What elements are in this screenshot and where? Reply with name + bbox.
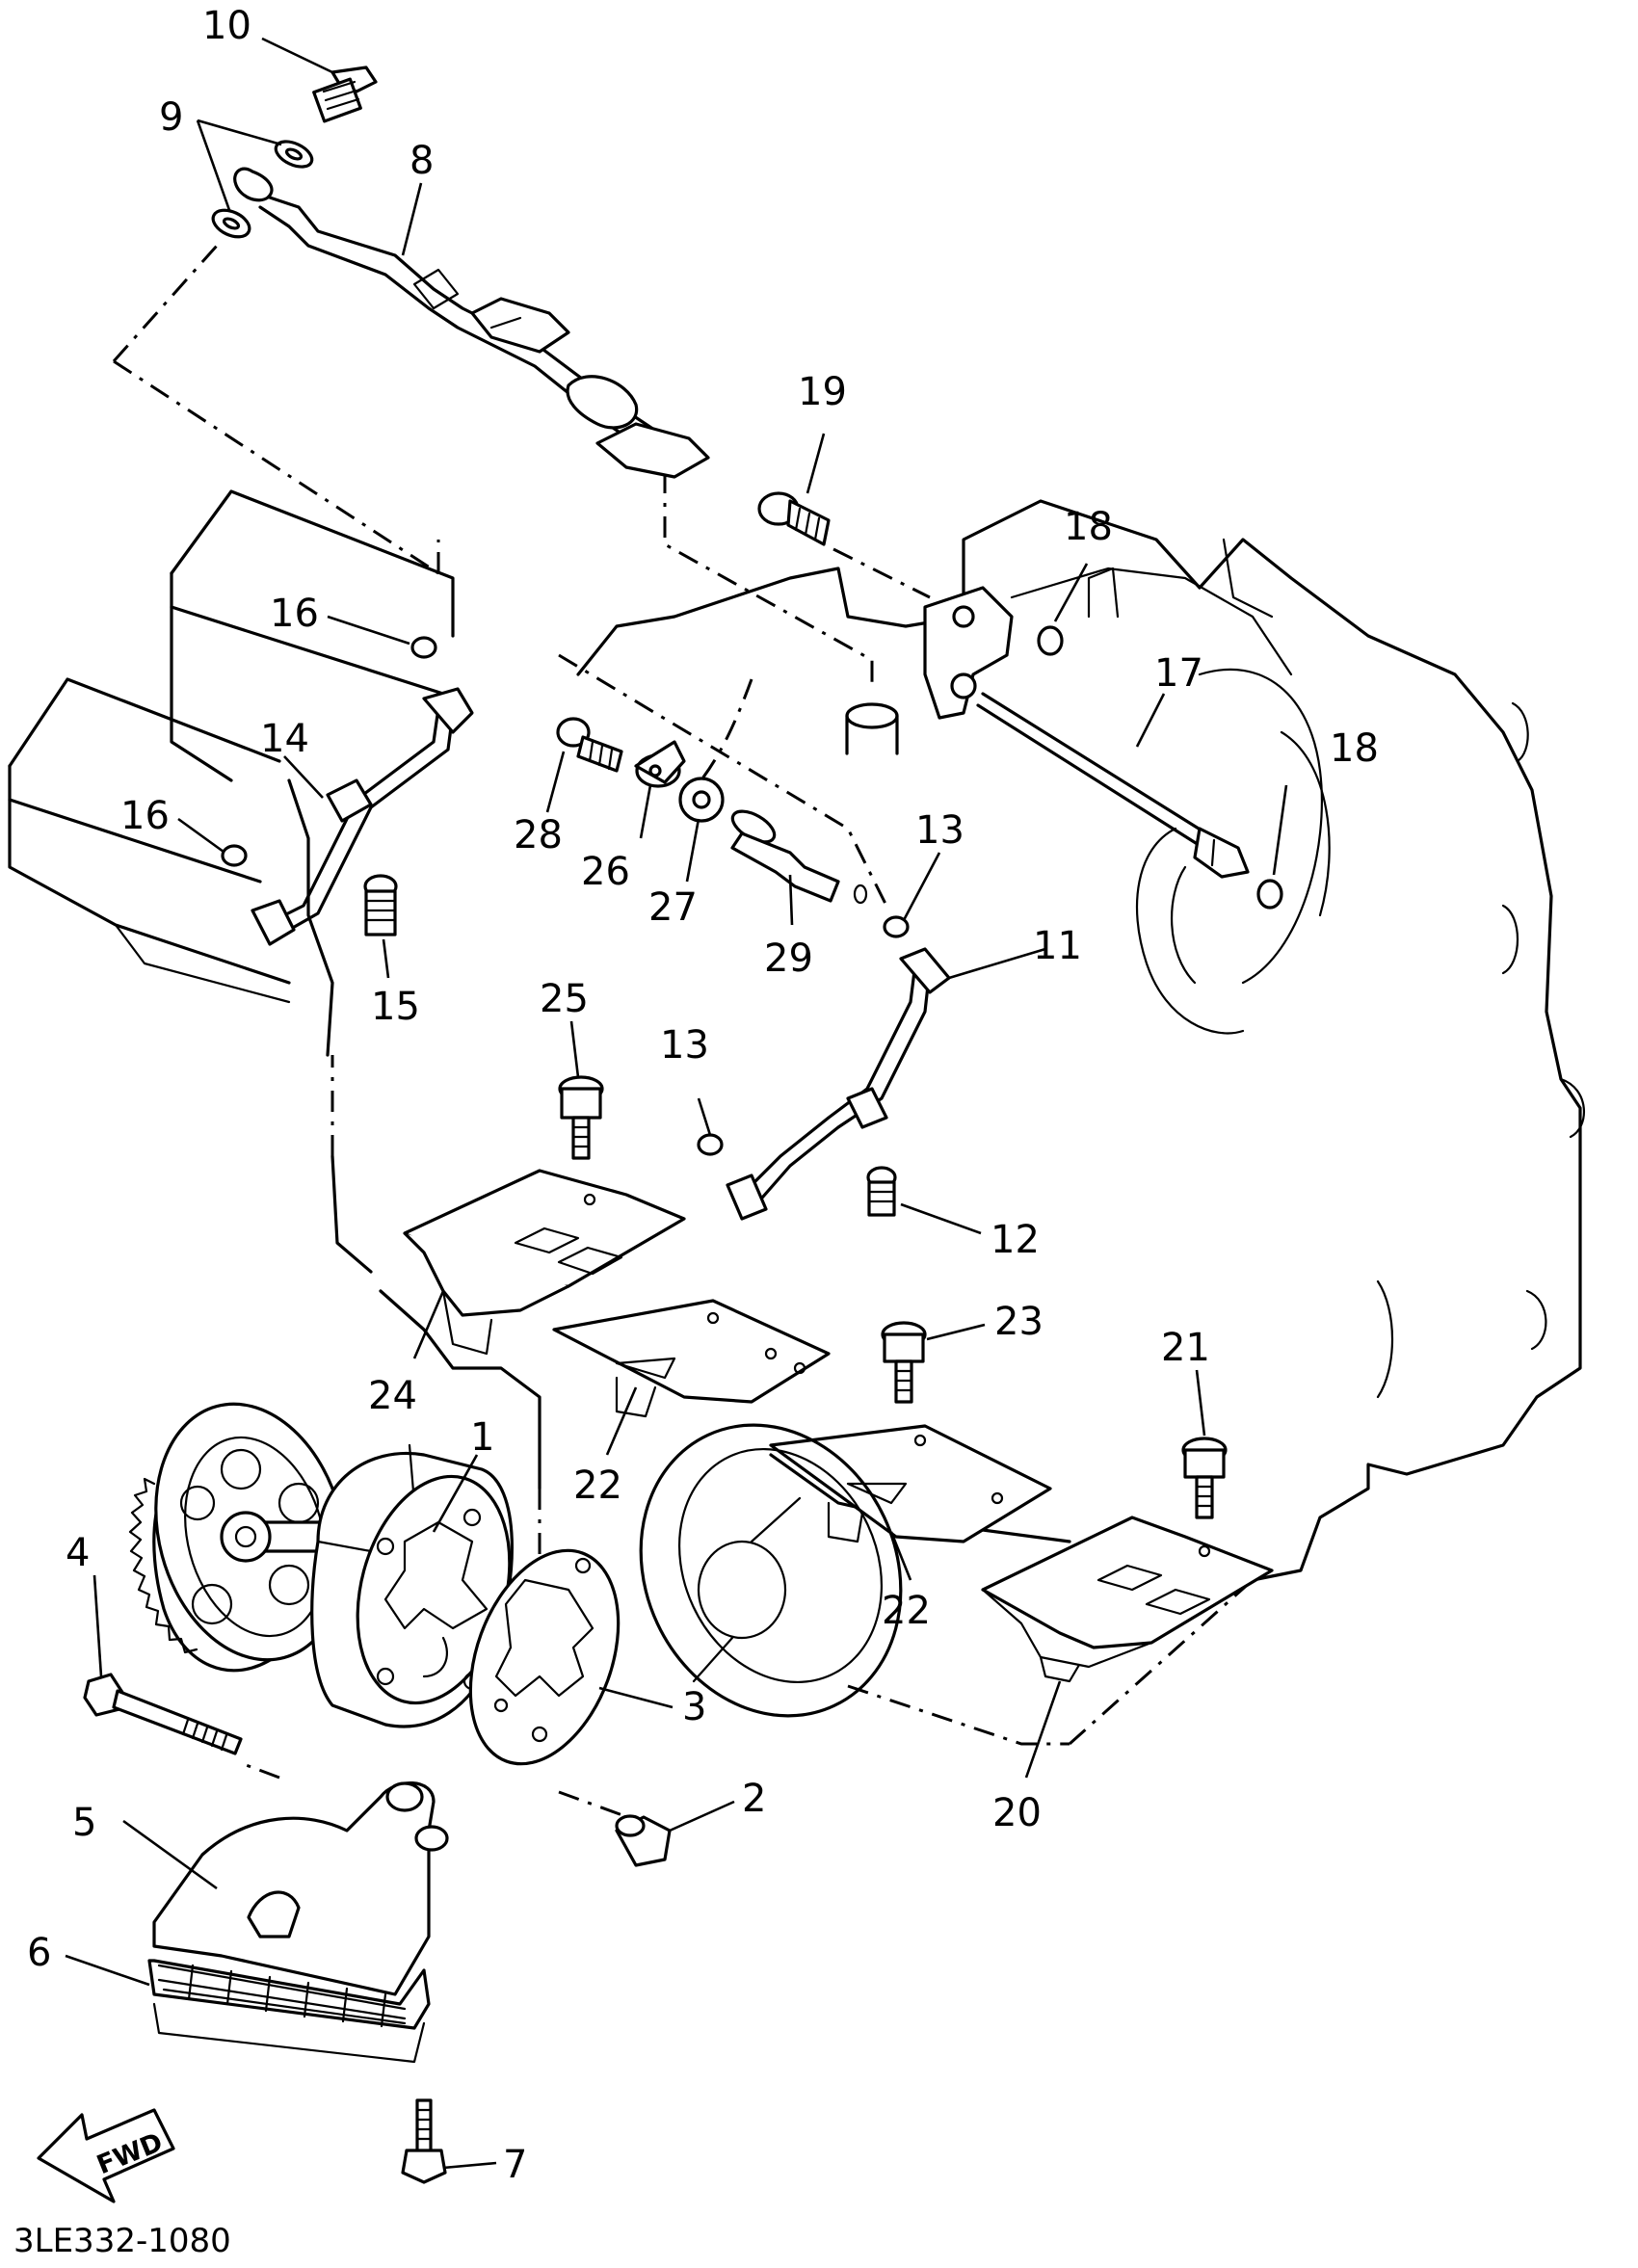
part-27-washer — [678, 777, 725, 823]
callout-8: 8 — [410, 139, 434, 183]
callout-13-lower: 13 — [660, 1023, 709, 1068]
part-10-union-bolt — [312, 66, 378, 123]
part-1-oil-pump — [128, 1402, 514, 1728]
crankcase-sleeve — [845, 702, 899, 755]
part-17-oil-pipe — [976, 692, 1250, 879]
crankcase-pulley — [639, 1423, 903, 1718]
callout-7: 7 — [503, 2143, 527, 2187]
callout-21: 21 — [1161, 1326, 1210, 1370]
part-25-bolt — [558, 1075, 604, 1160]
callout-20: 20 — [992, 1791, 1042, 1835]
callout-18-upper: 18 — [1064, 505, 1113, 549]
callout-9: 9 — [159, 95, 183, 140]
part-23-bolt — [881, 1321, 927, 1404]
callout-6: 6 — [27, 1931, 51, 1975]
part-8-oil-pipe — [233, 167, 710, 479]
callout-3: 3 — [682, 1685, 706, 1729]
part-3-pump-cover — [468, 1548, 621, 1766]
leader-lines — [65, 37, 1288, 2170]
part-14-oil-pipe — [251, 687, 474, 946]
part-6-strainer-screen — [147, 1959, 431, 2064]
part-18-o-rings — [1037, 625, 1283, 910]
callout-16-lower: 16 — [120, 794, 170, 838]
callout-27: 27 — [648, 885, 698, 930]
part-22-baffle-upper — [552, 1299, 831, 1418]
cylinder-blocks — [8, 489, 455, 1004]
callout-1: 1 — [470, 1415, 494, 1460]
part-12-union-bolt — [866, 1166, 897, 1217]
callout-10: 10 — [202, 4, 251, 48]
drawing-code: 3LE332-1080 — [13, 2222, 231, 2260]
oil-pipe-holder — [923, 586, 1014, 720]
callout-28: 28 — [514, 813, 563, 857]
callout-26: 26 — [581, 850, 630, 894]
part-11-oil-pipe — [726, 947, 951, 1221]
fwd-arrow-icon: FWD — [37, 2108, 175, 2203]
callout-22-lower: 22 — [882, 1589, 931, 1633]
part-22-baffle-lower — [769, 1424, 1052, 1543]
callout-2: 2 — [742, 1777, 766, 1821]
part-15-union-bolt — [363, 874, 398, 936]
part-24-baffle — [403, 1169, 686, 1356]
part-7-screw — [401, 2098, 447, 2184]
callout-16-upper: 16 — [270, 592, 319, 636]
part-21-bolt — [1181, 1437, 1228, 1519]
part-28-bolt — [556, 717, 623, 773]
crankcase-outline — [287, 499, 1585, 1582]
callout-4: 4 — [66, 1531, 90, 1575]
part-20-baffle — [981, 1516, 1274, 1683]
part-29-shaft — [730, 809, 868, 905]
part-9-washers — [211, 140, 314, 239]
callout-15: 15 — [371, 985, 420, 1029]
part-26-plate — [634, 740, 686, 788]
callout-19: 19 — [798, 370, 847, 414]
callout-25: 25 — [540, 977, 589, 1021]
part-2-dowel-pin — [615, 1814, 672, 1867]
callout-23: 23 — [994, 1300, 1044, 1344]
callout-17: 17 — [1154, 651, 1203, 696]
part-16-o-rings — [221, 636, 437, 867]
callout-5: 5 — [72, 1801, 96, 1845]
part-5-strainer-housing — [152, 1781, 449, 1996]
callout-12: 12 — [991, 1218, 1040, 1262]
callout-14: 14 — [260, 717, 309, 761]
callout-numbers: 10 9 8 19 18 17 18 16 14 16 15 28 26 27 … — [27, 4, 1379, 2187]
callout-29: 29 — [764, 936, 813, 981]
callout-18-lower: 18 — [1330, 726, 1379, 771]
callout-11: 11 — [1033, 924, 1082, 968]
part-13-o-rings — [697, 915, 910, 1156]
callout-13-upper: 13 — [915, 808, 964, 853]
part-19-bolt — [757, 491, 831, 546]
callout-22-upper: 22 — [573, 1464, 622, 1508]
callout-24: 24 — [368, 1374, 417, 1418]
alignment-lines — [112, 245, 1255, 1833]
part-4-bolt — [83, 1673, 243, 1755]
